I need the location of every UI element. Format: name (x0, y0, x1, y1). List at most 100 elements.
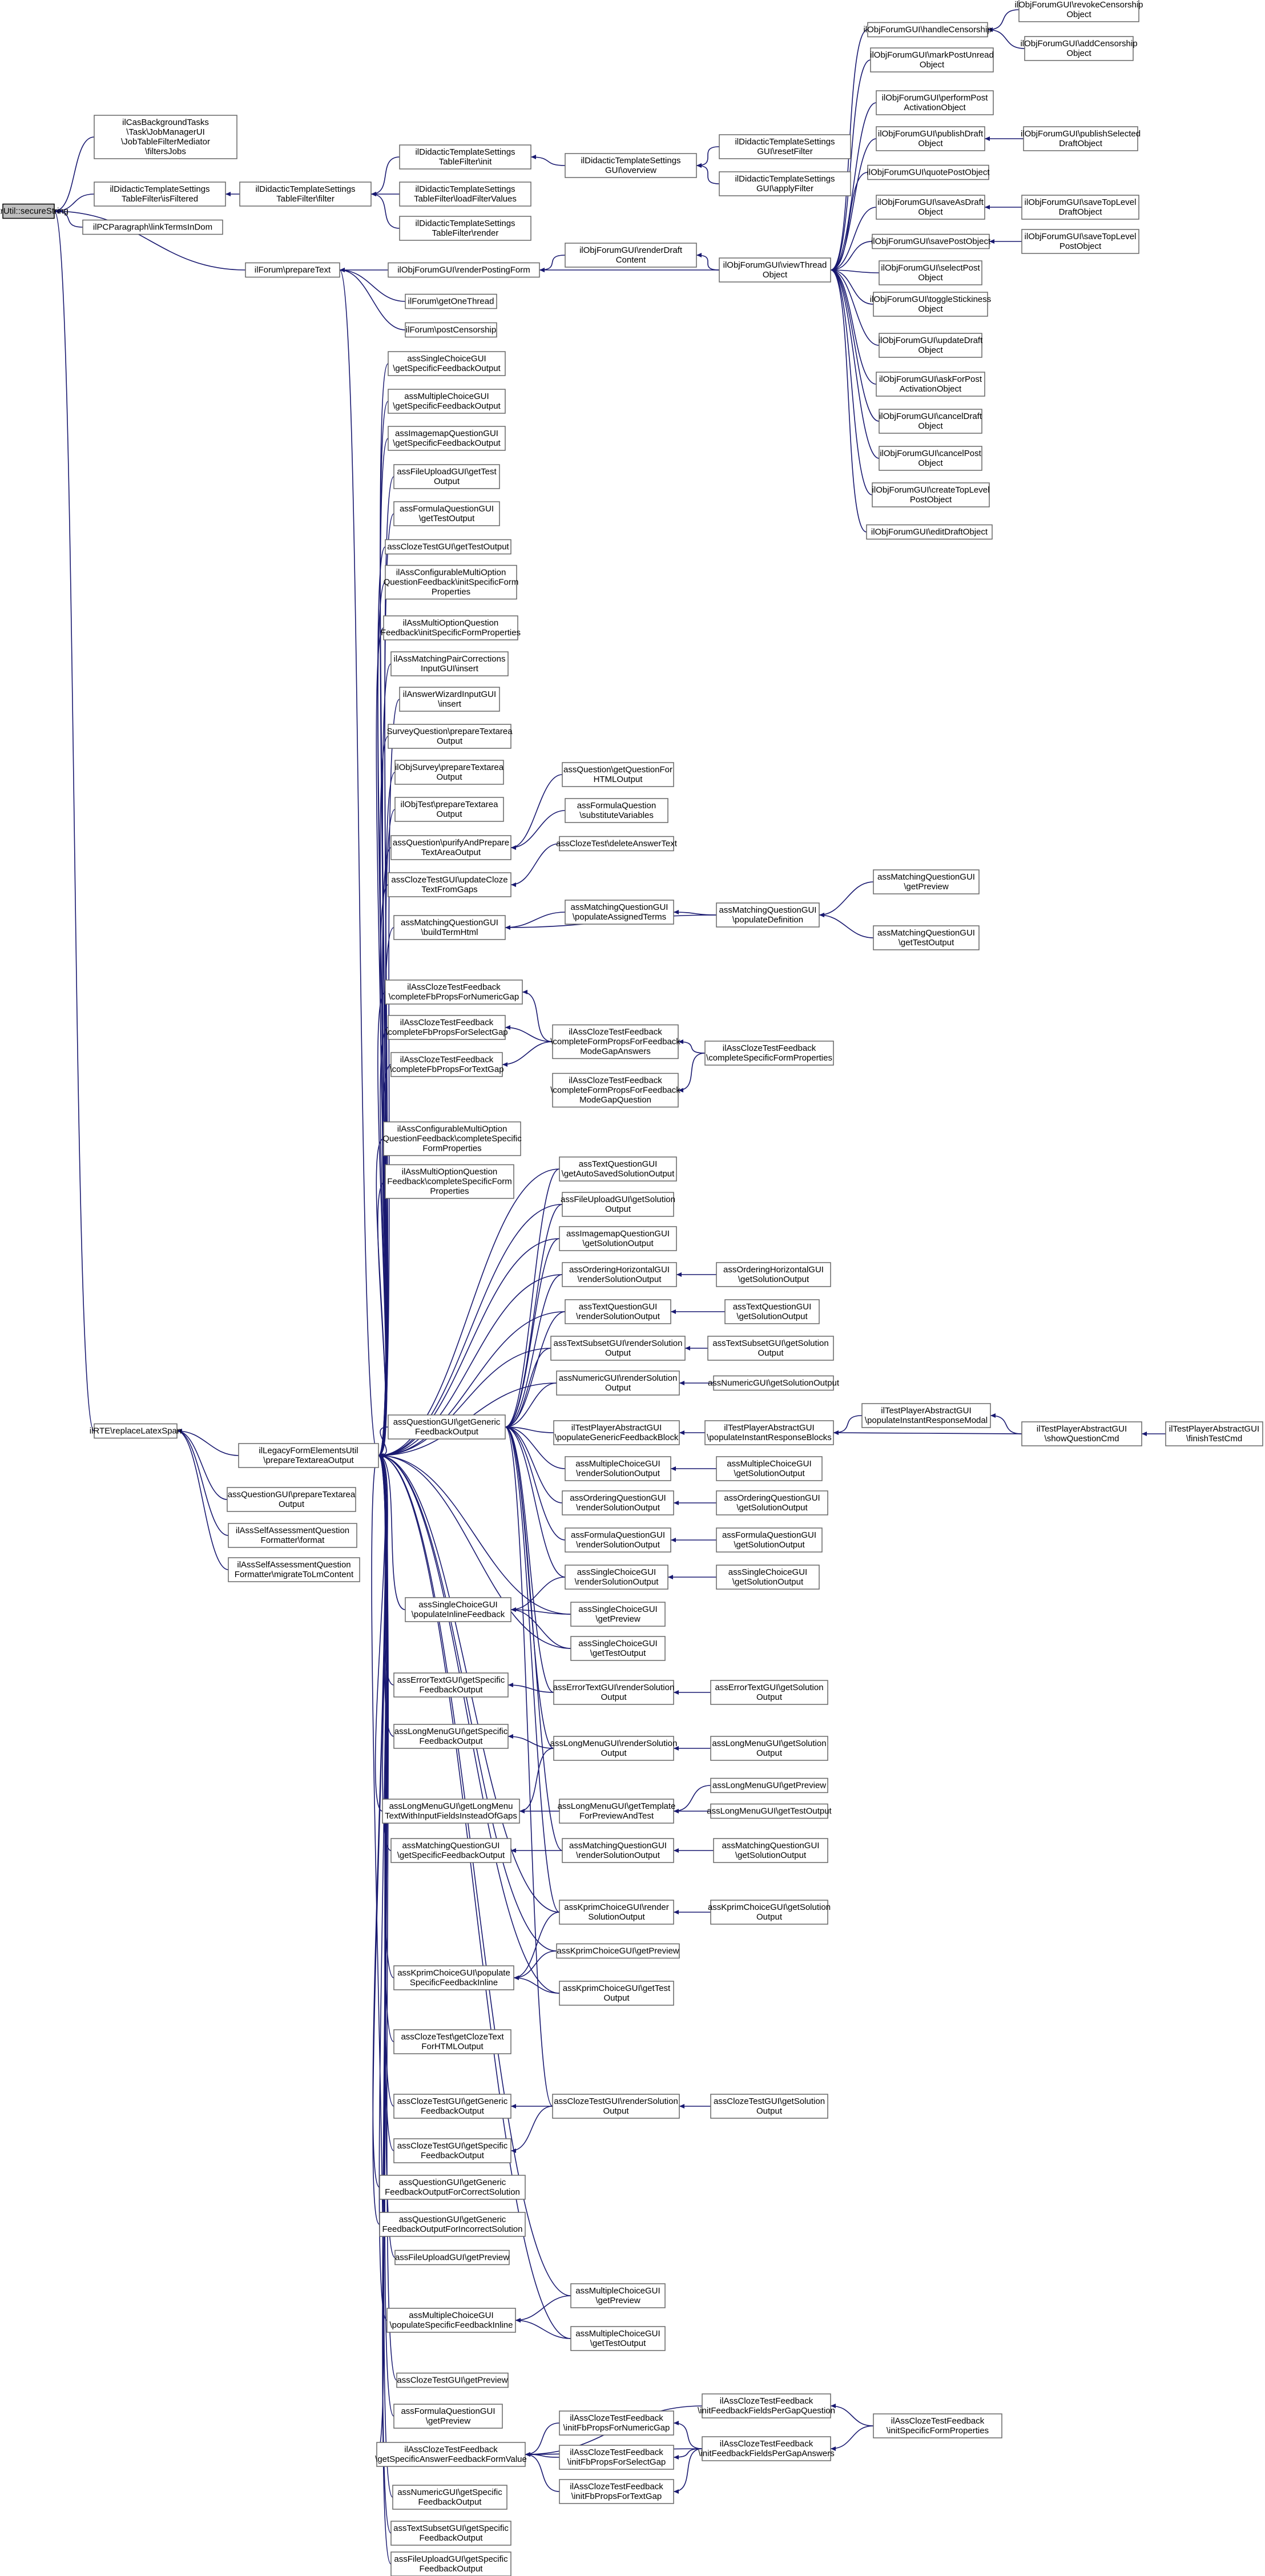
graph-node[interactable]: assFormulaQuestion\substituteVariables (565, 798, 668, 823)
graph-node[interactable]: ilTestPlayerAbstractGUI\showQuestionCmd (1021, 1421, 1142, 1446)
graph-node[interactable]: ilRTE\replaceLatexSpan (90, 1423, 182, 1439)
graph-node[interactable]: assFileUploadGUI\getSpecificFeedbackOutp… (390, 2551, 511, 2576)
graph-node[interactable]: assSingleChoiceGUI\getSpecificFeedbackOu… (388, 351, 506, 376)
graph-node[interactable]: assTextQuestionGUI\getSolutionOutput (724, 1299, 820, 1324)
graph-node[interactable]: assMultipleChoiceGUI\getSpecificFeedback… (388, 389, 506, 414)
graph-node[interactable]: assClozeTestGUI\getSolutionOutput (710, 2094, 828, 2119)
graph-node[interactable]: assTextSubsetGUI\getSpecificFeedbackOutp… (390, 2521, 511, 2546)
graph-node[interactable]: ilAssSelfAssessmentQuestionFormatter\mig… (228, 1557, 360, 1582)
graph-node[interactable]: assFileUploadGUI\getTestOutput (393, 464, 500, 489)
graph-node[interactable]: ilAssClozeTestFeedback\initSpecificFormP… (873, 2413, 1002, 2438)
graph-node[interactable]: assSingleChoiceGUI\getTestOutput (570, 1636, 666, 1661)
graph-node[interactable]: ilObjTest\prepareTextareaOutput (394, 797, 504, 822)
graph-node[interactable]: assMultipleChoiceGUI\getPreview (570, 2283, 666, 2308)
graph-node[interactable]: ilAssClozeTestFeedback\completeSpecificF… (704, 1041, 834, 1066)
graph-node[interactable]: assMatchingQuestionGUI\populateAssignedT… (565, 900, 674, 925)
graph-node[interactable]: ilObjSurvey\prepareTextareaOutput (394, 760, 504, 785)
graph-node[interactable]: assKprimChoiceGUI\getTestOutput (559, 1981, 674, 2006)
graph-node[interactable]: assClozeTestGUI\getPreview (396, 2372, 509, 2388)
graph-node[interactable]: ilAssClozeTestFeedback\initFbPropsForNum… (559, 2410, 674, 2436)
graph-node[interactable]: assMultipleChoiceGUI\populateSpecificFee… (386, 2308, 516, 2333)
graph-node[interactable]: assMatchingQuestionGUI\getSpecificFeedba… (390, 1838, 511, 1863)
graph-node[interactable]: ilTestPlayerAbstractGUI\populateInstantR… (861, 1403, 991, 1428)
graph-node[interactable]: assLongMenuGUI\getTemplateForPreviewAndT… (558, 1799, 676, 1824)
graph-node[interactable]: ilAssClozeTestFeedback\completeFbPropsFo… (385, 1015, 508, 1040)
graph-node[interactable]: assKprimChoiceGUI\getPreview (556, 1943, 680, 1959)
graph-node[interactable]: assSingleChoiceGUI\getPreview (570, 1602, 666, 1627)
graph-node[interactable]: ilLegacyFormElementsUtil\prepareTextarea… (238, 1443, 379, 1468)
graph-node[interactable]: assErrorTextGUI\getSolutionOutput (710, 1680, 828, 1705)
graph-node[interactable]: assMatchingQuestionGUI\getSolutionOutput (713, 1838, 828, 1863)
graph-node[interactable]: assKprimChoiceGUI\populateSpecificFeedba… (393, 1965, 514, 1990)
graph-node[interactable]: ilAssMultiOptionQuestionFeedback\initSpe… (381, 615, 521, 640)
graph-node[interactable]: ilAnswerWizardInputGUI\insert (399, 687, 500, 712)
graph-node[interactable]: ilDidacticTemplateSettingsGUI\applyFilte… (719, 171, 851, 196)
graph-node[interactable]: assQuestionGUI\getGenericFeedbackOutputF… (379, 2212, 526, 2237)
graph-node[interactable]: ilAssSelfAssessmentQuestionFormatter\for… (228, 1523, 357, 1548)
graph-node[interactable]: assNumericGUI\renderSolutionOutput (556, 1370, 680, 1396)
graph-node[interactable]: assSingleChoiceGUI\populateInlineFeedbac… (405, 1597, 511, 1622)
graph-node[interactable]: assKprimChoiceGUI\getSolutionOutput (708, 1900, 831, 1925)
graph-node[interactable]: assQuestionGUI\getGenericFeedbackOutputF… (379, 2175, 526, 2200)
graph-node[interactable]: assLongMenuGUI\renderSolutionOutput (550, 1736, 678, 1761)
graph-node[interactable]: assMatchingQuestionGUI\getPreview (873, 869, 980, 894)
graph-node[interactable]: ilTestPlayerAbstractGUI\finishTestCmd (1165, 1421, 1263, 1446)
graph-node[interactable]: ilAssClozeTestFeedback\completeFormProps… (550, 1024, 680, 1059)
graph-node[interactable]: assMatchingQuestionGUI\getTestOutput (873, 925, 980, 950)
graph-node[interactable]: assTextSubsetGUI\getSolutionOutput (707, 1336, 834, 1361)
graph-node[interactable]: assOrderingHorizontalGUI\getSolutionOutp… (716, 1262, 831, 1287)
graph-node[interactable]: assImagemapQuestionGUI\getSpecificFeedba… (388, 426, 506, 451)
graph-node[interactable]: assOrderingHorizontalGUI\renderSolutionO… (562, 1262, 677, 1287)
graph-node[interactable]: assOrderingQuestionGUI\renderSolutionOut… (562, 1490, 674, 1515)
graph-node[interactable]: ilAssMatchingPairCorrectionsInputGUI\ins… (390, 651, 509, 676)
graph-node[interactable]: assImagemapQuestionGUI\getSolutionOutput (559, 1226, 677, 1251)
graph-node[interactable]: assClozeTestGUI\renderSolutionOutput (552, 2094, 680, 2119)
graph-node[interactable]: assTextQuestionGUI\renderSolutionOutput (565, 1299, 671, 1324)
graph-node[interactable]: assClozeTest\deleteAnswerText (556, 836, 678, 852)
graph-node[interactable]: assClozeTestGUI\getTestOutput (385, 539, 511, 555)
graph-node[interactable]: ilTestPlayerAbstractGUI\populateInstantR… (704, 1420, 834, 1445)
graph-node[interactable]: ilObjForumGUI\editDraftObject (866, 524, 993, 540)
graph-node[interactable]: assMatchingQuestionGUI\renderSolutionOut… (562, 1838, 674, 1863)
graph-node[interactable]: assQuestionGUI\prepareTextareaOutput (227, 1487, 356, 1512)
graph-node[interactable]: assMultipleChoiceGUI\renderSolutionOutpu… (565, 1456, 671, 1481)
graph-node[interactable]: assTextQuestionGUI\getAutoSavedSolutionO… (559, 1156, 677, 1182)
root-node[interactable]: ilStrUtil::secureString (0, 203, 69, 219)
graph-node[interactable]: ilObjForumGUI\savePostObject (871, 233, 991, 249)
graph-node[interactable]: assFormulaQuestionGUI\getSolutionOutput (716, 1527, 823, 1553)
graph-node[interactable]: ilObjForumGUI\performPostActivationObjec… (876, 90, 994, 115)
graph-node[interactable]: assFormulaQuestionGUI\getTestOutput (393, 501, 500, 526)
graph-node[interactable]: assSingleChoiceGUI\renderSolutionOutput (565, 1565, 668, 1590)
graph-node[interactable]: ilAssClozeTestFeedback\initFbPropsForTex… (559, 2479, 674, 2504)
graph-node[interactable]: assLongMenuGUI\getTestOutput (707, 1803, 832, 1819)
graph-node[interactable]: assLongMenuGUI\getSpecificFeedbackOutput (393, 1724, 509, 1749)
graph-node[interactable]: assQuestion\purifyAndPrepareTextAreaOutp… (390, 835, 511, 860)
graph-node[interactable]: ilForum\getOneThread (405, 293, 497, 309)
graph-node[interactable]: assFormulaQuestionGUI\getPreview (393, 2404, 503, 2429)
graph-node[interactable]: ilDidacticTemplateSettingsTableFilter\is… (94, 182, 226, 207)
graph-node[interactable]: ilAssClozeTestFeedback\completeFbPropsFo… (389, 1052, 504, 1077)
graph-node[interactable]: ilDidacticTemplateSettingsTableFilter\re… (399, 216, 531, 241)
graph-node[interactable]: ilAssConfigurableMultiOptionQuestionFeed… (384, 565, 519, 600)
graph-node[interactable]: assOrderingQuestionGUI\getSolutionOutput (716, 1490, 828, 1515)
graph-node[interactable]: assClozeTestGUI\getSpecificFeedbackOutpu… (393, 2138, 511, 2163)
graph-node[interactable]: ilAssClozeTestFeedback\completeFormProps… (550, 1073, 680, 1108)
graph-node[interactable]: assNumericGUI\getSolutionOutput (708, 1375, 840, 1391)
graph-node[interactable]: assLongMenuGUI\getPreview (710, 1777, 828, 1793)
graph-node[interactable]: assMultipleChoiceGUI\getTestOutput (570, 2326, 666, 2351)
